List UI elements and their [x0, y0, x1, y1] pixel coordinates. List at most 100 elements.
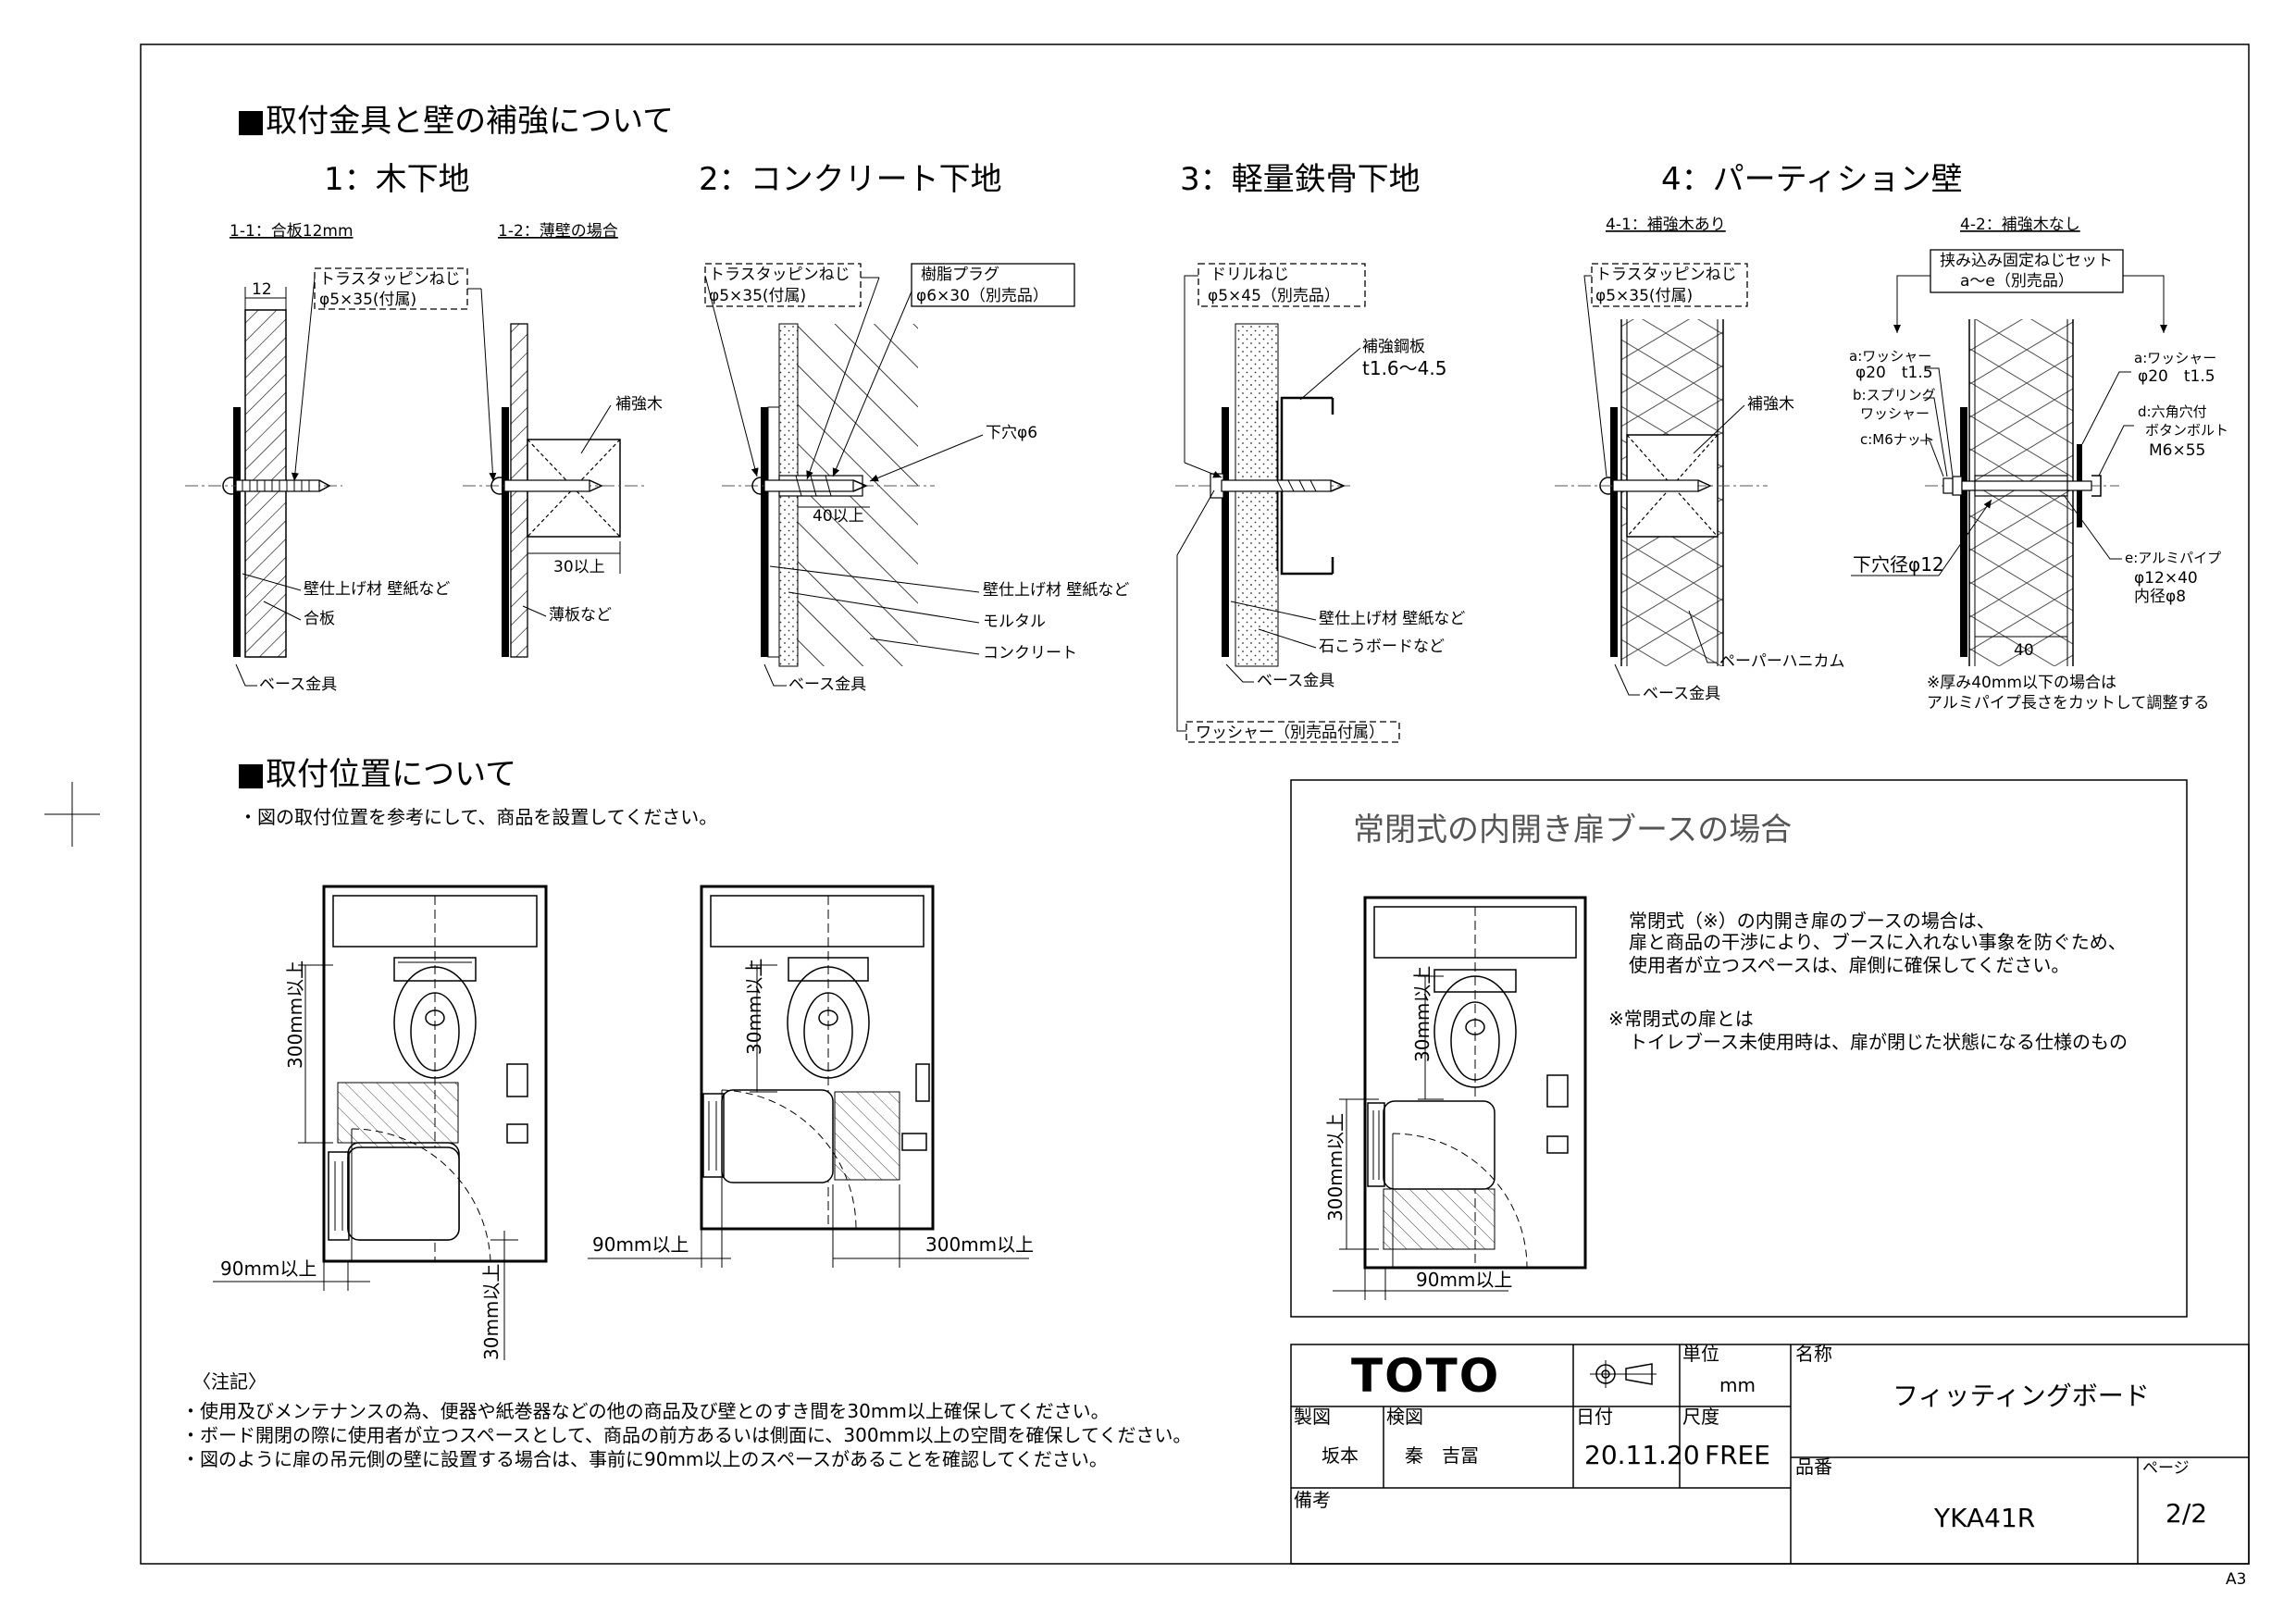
wood-sub1: 1-1：合板12mm — [230, 222, 354, 241]
partition-e-right3: 内径φ8 — [2134, 588, 2186, 606]
part-number: YKA41R — [1933, 1503, 2035, 1533]
projection-symbol-icon — [1590, 1360, 1657, 1388]
wood-reinforce: 補強木 — [615, 395, 663, 414]
wood-screw-name: トラスタッピンねじ — [319, 270, 461, 289]
scale-label: 尺度 — [1682, 1406, 1719, 1428]
method-steel: 3：軽量鉄骨下地 — [1180, 161, 1421, 198]
concrete-plug-size: φ6×30（別売品） — [916, 287, 1049, 305]
steel-plate-size: t1.6～4.5 — [1362, 357, 1446, 379]
steel-board: 石こうボードなど — [1319, 638, 1445, 656]
section2-title: ■取付位置について — [236, 756, 516, 793]
partition-e-right2: φ12×40 — [2134, 569, 2198, 588]
partition-honeycomb: ペーパーハニカム — [1719, 652, 1845, 671]
partition-set-line1: 挟み込み固定ねじセット — [1940, 252, 2113, 270]
booth-dim30: 30mm以上 — [1411, 966, 1433, 1062]
unit-value: mm — [1719, 1374, 1756, 1396]
partition-d-right2: ボタンボルト — [2145, 422, 2228, 439]
date-value: 20.11.20 — [1584, 1440, 1700, 1470]
unit-label: 単位 — [1682, 1343, 1719, 1365]
sheet-size: A3 — [2226, 1570, 2246, 1589]
partition-note1: ※厚み40mm以下の場合は — [1927, 674, 2116, 692]
concrete-plug-name: 樹脂プラグ — [921, 266, 999, 284]
steel-finish: 壁仕上げ材 壁紙など — [1319, 610, 1465, 628]
wood-base: ベース金具 — [259, 675, 337, 694]
method-partition: 4：パーティション壁 — [1661, 161, 1963, 198]
detail-concrete: 40以上 トラスタッピンねじ φ5×35(付属) 樹脂プラグ φ6×30（別売品… — [704, 263, 1129, 694]
booth-dim90: 90mm以上 — [1416, 1269, 1512, 1291]
partition-a-right2: φ20 t1.5 — [2138, 367, 2215, 386]
partition-a-left2: φ20 t1.5 — [1855, 364, 1933, 382]
booth-line3: 使用者が立つスペースは、扉側に確保してください。 — [1629, 954, 2069, 976]
wood-thin: 薄板など — [549, 606, 612, 625]
concrete-concrete: コンクリート — [983, 644, 1077, 663]
wood-plywood: 合板 — [304, 610, 335, 628]
note-item-1: ・使用及びメンテナンスの為、便器や紙巻器などの他の商品及び壁とのすき間を30mm… — [181, 1400, 1110, 1422]
concrete-hole: 下穴φ6 — [986, 424, 1037, 442]
wood-sub2: 1-2：薄壁の場合 — [498, 222, 618, 241]
remarks-label: 備考 — [1294, 1489, 1331, 1511]
partition-note2: アルミパイプ長さをカットして調整する — [1927, 694, 2209, 712]
partition-a-right1: a:ワッシャー — [2134, 350, 2216, 366]
scale-value: FREE — [1705, 1440, 1770, 1470]
layout-plan-1: 300mm以上 90mm以上 30mm以上 — [213, 885, 548, 1360]
part-label: 品番 — [1795, 1456, 1832, 1478]
wood-screw-size: φ5×35(付属) — [319, 291, 416, 309]
drawn-label: 製図 — [1294, 1406, 1331, 1428]
drawn-by: 坂本 — [1322, 1444, 1359, 1467]
layout1-dim300: 300mm以上 — [284, 960, 306, 1069]
partition-screw-name: トラスタッピンねじ — [1595, 266, 1737, 284]
product-name: フィッティングボード — [1893, 1381, 2150, 1411]
notes-block: 〈注記〉 ・使用及びメンテナンスの為、便器や紙巻器などの他の商品及び壁とのすき間… — [181, 1370, 1191, 1470]
booth-note1: ※常閉式の扉とは — [1608, 1008, 1754, 1030]
booth-panel: 常閉式の内開き扉ブースの場合 常閉式（※）の内開き扉のブースの場合は、 扉と商品… — [1290, 779, 2188, 1318]
booth-line2: 扉と商品の干渉により、ブースに入れない事象を防ぐため、 — [1629, 931, 2127, 953]
partition-set-line2: a～e（別売品） — [1960, 272, 2074, 291]
layout1-dim90: 90mm以上 — [220, 1258, 316, 1280]
layout1-dim30: 30mm以上 — [480, 1264, 503, 1360]
wood-dim30: 30以上 — [553, 558, 605, 576]
concrete-screw-size: φ5×35(付属) — [709, 287, 806, 305]
notes-heading: 〈注記〉 — [192, 1370, 267, 1393]
method-concrete: 2：コンクリート下地 — [699, 161, 1002, 198]
method-wood: 1：木下地 — [324, 161, 470, 198]
steel-screw-size: φ5×45（別売品） — [1208, 287, 1340, 305]
checked-label: 検図 — [1386, 1406, 1423, 1428]
page-label: ページ — [2142, 1459, 2190, 1478]
name-label: 名称 — [1795, 1343, 1832, 1365]
booth-title: 常閉式の内開き扉ブースの場合 — [1353, 812, 1792, 849]
wood-dim12: 12 — [252, 280, 272, 299]
section1-title: ■取付金具と壁の補強について — [236, 103, 674, 140]
sheet-border — [140, 43, 2250, 1565]
booth-line1: 常閉式（※）の内開き扉のブースの場合は、 — [1629, 910, 1995, 932]
layout2-dim300: 300mm以上 — [925, 1233, 1034, 1256]
partition-sub2: 4-2：補強木なし — [1960, 216, 2080, 234]
note-item-2: ・ボード開閉の際に使用者が立つスペースとして、商品の前方あるいは側面に、300m… — [181, 1424, 1191, 1446]
concrete-base: ベース金具 — [788, 675, 866, 694]
note-item-3: ・図のように扉の吊元側の壁に設置する場合は、事前に90mm以上のスペースがあるこ… — [181, 1448, 1108, 1470]
detail-partition: 4-1：補強木あり 4-2：補強木なし トラスタッピンねじ φ5×35(付属) … — [1555, 216, 2228, 712]
partition-reinforce: 補強木 — [1747, 395, 1794, 414]
booth-note2: トイレブース未使用時は、扉が閉じた状態になる仕様のもの — [1629, 1031, 2128, 1053]
steel-washer: ワッシャー（別売品付属） — [1196, 724, 1384, 742]
concrete-screw-name: トラスタッピンねじ — [709, 266, 850, 284]
concrete-mortar: モルタル — [983, 613, 1046, 631]
steel-screw-name: ドリルねじ — [1210, 266, 1289, 284]
wood-finish: 壁仕上げ材 壁紙など — [304, 580, 450, 599]
partition-d-right3: M6×55 — [2149, 441, 2205, 460]
steel-base: ベース金具 — [1257, 672, 1334, 690]
partition-sub1: 4-1：補強木あり — [1606, 216, 1726, 234]
layout2-dim30: 30mm以上 — [743, 959, 765, 1055]
detail-steel: ドリルねじ φ5×45（別売品） 補強鋼板 t1.6～4.5 壁仕上げ材 壁紙な… — [1175, 263, 1465, 743]
partition-d-right1: d:六角穴付 — [2138, 403, 2207, 420]
partition-dim40: 40 — [2014, 641, 2034, 660]
layout-plan-2: 30mm以上 90mm以上 300mm以上 — [588, 885, 1034, 1268]
detail-wood: 1-1：合板12mm 1-2：薄壁の場合 12 トラスタッピンねじ φ5×35(… — [185, 222, 663, 694]
partition-e-right1: e:アルミパイプ — [2125, 550, 2221, 566]
brand-logo: TOTO — [1351, 1349, 1500, 1403]
partition-b-left2: ワッシャー — [1860, 405, 1930, 422]
layout2-dim90: 90mm以上 — [592, 1233, 689, 1256]
concrete-dim40: 40以上 — [813, 507, 864, 526]
partition-hole: 下穴径φ12 — [1853, 553, 1944, 576]
partition-a-left1: a:ワッシャー — [1849, 348, 1931, 365]
